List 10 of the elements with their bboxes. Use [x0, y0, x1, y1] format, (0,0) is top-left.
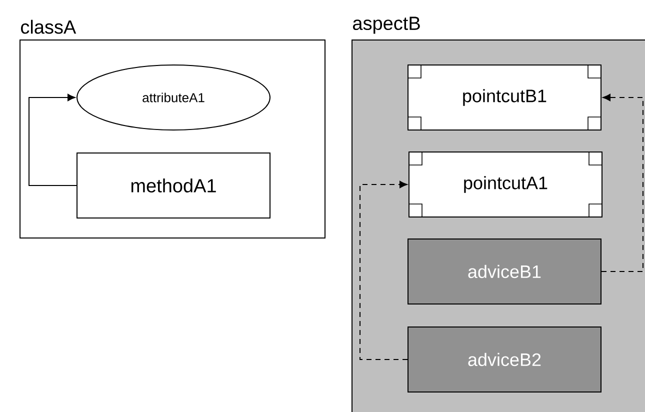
pointcut-box: pointcutB1 [408, 64, 602, 130]
node-label: aspectB [353, 16, 420, 34]
arrow [360, 180, 408, 360]
node-label: classA [21, 20, 76, 34]
pointcut-box: pointcutA1 [408, 152, 602, 218]
advice-box: adviceB2 [408, 326, 602, 392]
arrow [601, 94, 644, 272]
method-box: methodA1 [76, 152, 270, 218]
advice-box: adviceB1 [408, 238, 602, 304]
arrow [28, 94, 77, 186]
